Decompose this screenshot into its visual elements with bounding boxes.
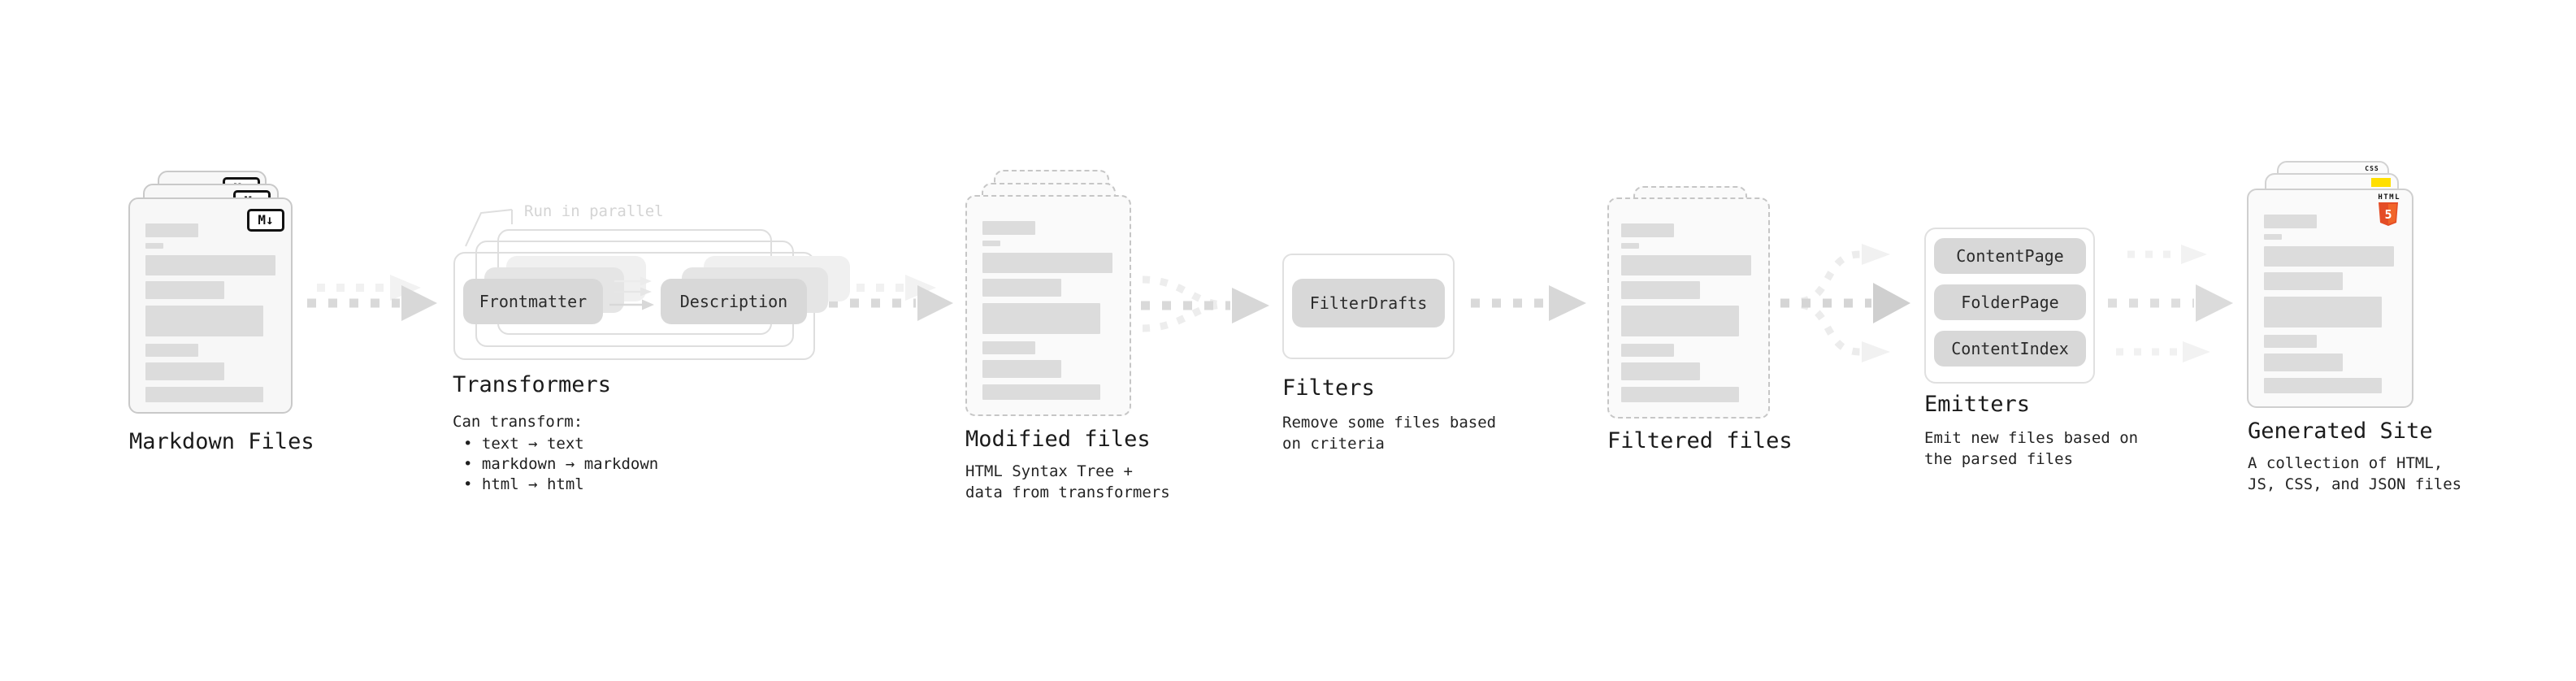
placeholder-bar (982, 303, 1100, 334)
pill-filterdrafts: FilterDrafts (1292, 279, 1445, 327)
document-content-placeholder (2264, 215, 2394, 393)
placeholder-bar (2264, 272, 2343, 290)
placeholder-bar (1621, 387, 1739, 402)
stage-title-filtered-files: Filtered files (1607, 428, 1793, 453)
placeholder-bar (145, 344, 198, 357)
stage-subtitle-modified-files: HTML Syntax Tree + data from transformer… (965, 462, 1170, 501)
placeholder-bar (982, 241, 1000, 246)
flow-arrow-transformers-to-modified (829, 275, 953, 321)
html5-shield: 5 (2379, 202, 2399, 226)
flow-arrow-filtered-to-emitters (1780, 244, 1910, 362)
file-card-front (965, 195, 1131, 416)
placeholder-bar (982, 341, 1035, 354)
stage-title-markdown-files: Markdown Files (129, 429, 314, 454)
js-icon (2371, 178, 2391, 187)
transform-step-arrows (609, 276, 654, 310)
placeholder-bar (1621, 243, 1639, 249)
placeholder-bar (145, 255, 275, 275)
placeholder-bar (1621, 255, 1751, 275)
stage-title-generated-site: Generated Site (2248, 419, 2433, 444)
placeholder-bar (982, 360, 1061, 378)
placeholder-bar (1621, 362, 1700, 380)
placeholder-bar (2264, 335, 2317, 348)
stage-subtitle-emitters: Emit new files based on the parsed files (1924, 429, 2139, 468)
placeholder-bar (982, 253, 1112, 273)
placeholder-bar (982, 384, 1100, 400)
stage-title-filters: Filters (1282, 375, 1375, 401)
placeholder-bar (1621, 344, 1674, 357)
pill-description: Description (661, 279, 807, 324)
stage-title-transformers: Transformers (453, 372, 612, 397)
transform-note: • text → text (463, 435, 584, 453)
transform-note: • markdown → markdown (463, 455, 659, 473)
placeholder-bar (2264, 297, 2382, 327)
placeholder-bar (1621, 281, 1700, 299)
placeholder-bar (2264, 215, 2317, 228)
file-card-front: HTML 5 (2247, 189, 2413, 408)
placeholder-bar (145, 281, 224, 299)
placeholder-bar (145, 362, 224, 380)
css-icon-label: CSS (2365, 165, 2379, 172)
stage-title-emitters: Emitters (1924, 392, 2031, 417)
markdown-icon: M↓ (247, 209, 284, 232)
transform-notes: • text → text • markdown → markdown • ht… (463, 434, 658, 495)
flow-arrow-markdown-to-transformers (307, 275, 437, 321)
flow-arrow-modified-to-filters (1141, 275, 1269, 332)
html5-icon-label: HTML (2378, 193, 2400, 202)
pill-contentindex: ContentIndex (1934, 331, 2086, 367)
placeholder-bar (2264, 378, 2382, 393)
stage-title-modified-files: Modified files (965, 427, 1151, 452)
placeholder-bar (145, 223, 198, 237)
file-card-front: M↓ (128, 197, 293, 414)
pill-folderpage: FolderPage (1934, 284, 2086, 320)
parallel-callout-line (465, 209, 513, 247)
transform-note-heading: Can transform: (453, 413, 583, 431)
stage-subtitle-generated-site: A collection of HTML, JS, CSS, and JSON … (2248, 454, 2462, 493)
file-card-front (1607, 197, 1770, 419)
placeholder-bar (1621, 223, 1674, 237)
stage-subtitle-filters: Remove some files based on criteria (1282, 414, 1497, 453)
document-content-placeholder (1621, 223, 1751, 402)
document-content-placeholder (145, 223, 275, 402)
placeholder-bar (2264, 246, 2394, 267)
pill-contentpage: ContentPage (1934, 238, 2086, 274)
transform-note: • html → html (463, 475, 584, 493)
pill-frontmatter: Frontmatter (463, 279, 603, 324)
placeholder-bar (145, 306, 263, 336)
placeholder-bar (2264, 354, 2343, 371)
placeholder-bar (982, 279, 1061, 297)
placeholder-bar (982, 221, 1035, 235)
svg-text:5: 5 (2385, 207, 2392, 222)
document-content-placeholder (982, 221, 1112, 400)
html5-icon: HTML 5 (2378, 193, 2400, 227)
placeholder-bar (2264, 234, 2282, 240)
parallel-label: Run in parallel (524, 202, 664, 220)
placeholder-bar (1621, 306, 1739, 336)
flow-arrow-filters-to-filtered (1471, 285, 1586, 321)
placeholder-bar (145, 387, 263, 402)
flow-arrow-emitters-to-site (2108, 245, 2233, 362)
placeholder-bar (145, 243, 163, 249)
